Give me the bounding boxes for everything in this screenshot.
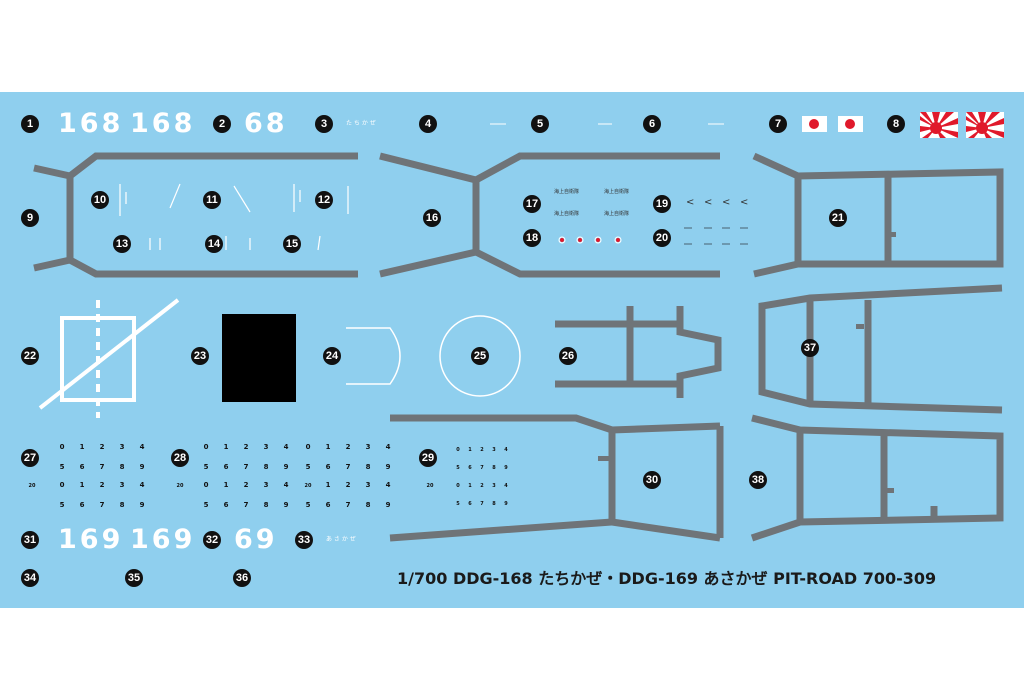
decal-number-badge: 20 bbox=[653, 229, 671, 247]
decal-number-badge: 32 bbox=[203, 531, 221, 549]
decal-number-badge: 35 bbox=[125, 569, 143, 587]
jmsdf-label-decal: 海上自衛隊 bbox=[604, 189, 630, 195]
decal-number-badge: 10 bbox=[91, 191, 109, 209]
decal-number-badge: 21 bbox=[829, 209, 847, 227]
chevron-decal: < bbox=[686, 197, 695, 208]
decal-number-badge: 27 bbox=[21, 449, 39, 467]
decal-number-badge: 12 bbox=[315, 191, 333, 209]
decal-number-badge: 5 bbox=[531, 115, 549, 133]
decal-number-badge: 33 bbox=[295, 531, 313, 549]
black-panel-decal bbox=[222, 314, 296, 402]
hull-number-decal: 168 bbox=[58, 108, 124, 139]
decal-number-badge: 38 bbox=[749, 471, 767, 489]
hull-number-decal: 168 bbox=[130, 108, 196, 139]
decal-number-badge: 11 bbox=[203, 191, 221, 209]
deck-frame-30 bbox=[390, 414, 721, 434]
ship-name-decal: た ち か ぜ bbox=[346, 120, 376, 127]
jmsdf-label-decal: 海上自衛隊 bbox=[554, 211, 580, 217]
hull-number-decal: 68 bbox=[244, 108, 288, 139]
hinomaru-flag-decal bbox=[838, 116, 863, 132]
decal-number-badge: 1 bbox=[21, 115, 39, 133]
decal-number-badge: 13 bbox=[113, 235, 131, 253]
decal-number-badge: 23 bbox=[191, 347, 209, 365]
decal-number-badge: 29 bbox=[419, 449, 437, 467]
decal-number-badge: 22 bbox=[21, 347, 39, 365]
decal-number-badge: 30 bbox=[643, 471, 661, 489]
decal-number-badge: 16 bbox=[423, 209, 441, 227]
decal-number-badge: 18 bbox=[523, 229, 541, 247]
ship-name-decal: あ さ か ぜ bbox=[326, 536, 356, 543]
sheet-title: 1/700 DDG-168 たちかぜ・DDG-169 あさかぜ PIT-ROAD… bbox=[397, 569, 937, 588]
rising-sun-flag-decal bbox=[966, 112, 1004, 138]
rising-sun-flag-decal bbox=[920, 112, 958, 138]
decal-number-badge: 24 bbox=[323, 347, 341, 365]
decal-number-badge: 17 bbox=[523, 195, 541, 213]
deck-frame-9 bbox=[33, 152, 358, 272]
decal-number-badge: 14 bbox=[205, 235, 223, 253]
hinomaru-flag-decal bbox=[802, 116, 827, 132]
decal-number-badge: 34 bbox=[21, 569, 39, 587]
decal-number-badge: 19 bbox=[653, 195, 671, 213]
deck-frame-26 bbox=[555, 306, 634, 328]
decal-number-badge: 2 bbox=[213, 115, 231, 133]
deck-frame-16 bbox=[379, 152, 720, 184]
decal-number-badge: 37 bbox=[801, 339, 819, 357]
decal-number-badge: 8 bbox=[887, 115, 905, 133]
decal-number-badge: 31 bbox=[21, 531, 39, 549]
chevron-decal: < bbox=[704, 197, 713, 208]
deck-frame-38 bbox=[750, 414, 1004, 542]
deck-frame-37 bbox=[758, 284, 1003, 414]
hull-number-decal: 169 bbox=[58, 524, 124, 555]
decal-sheet: 1 2 3 4 5 6 7 8 9 10 11 12 13 14 15 16 1… bbox=[0, 92, 1024, 608]
chevron-decal: < bbox=[740, 197, 749, 208]
decal-number-badge: 25 bbox=[471, 347, 489, 365]
hull-number-decal: 169 bbox=[130, 524, 196, 555]
decal-number-badge: 3 bbox=[315, 115, 333, 133]
decal-number-badge: 15 bbox=[283, 235, 301, 253]
decal-number-badge: 36 bbox=[233, 569, 251, 587]
jmsdf-label-decal: 海上自衛隊 bbox=[554, 189, 580, 195]
decal-number-badge: 7 bbox=[769, 115, 787, 133]
deck-frame-21 bbox=[752, 152, 1004, 278]
jmsdf-label-decal: 海上自衛隊 bbox=[604, 211, 630, 217]
decal-number-badge: 4 bbox=[419, 115, 437, 133]
hull-number-decal: 69 bbox=[234, 524, 278, 555]
decal-artwork bbox=[33, 123, 1004, 542]
decal-number-badge: 9 bbox=[21, 209, 39, 227]
chevron-decal: < bbox=[722, 197, 731, 208]
decal-number-badge: 6 bbox=[643, 115, 661, 133]
decal-number-badge: 28 bbox=[171, 449, 189, 467]
decal-number-badge: 26 bbox=[559, 347, 577, 365]
